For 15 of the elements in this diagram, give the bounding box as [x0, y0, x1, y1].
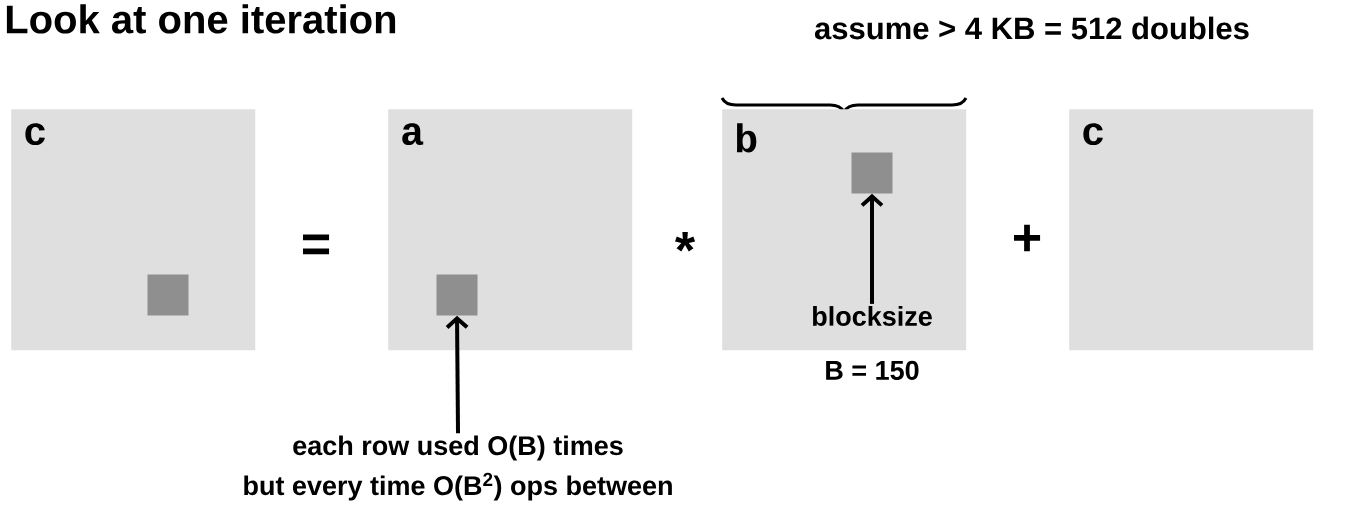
operator-symbol: * [675, 232, 696, 252]
annotation-text: blocksize B = 150 [813, 306, 932, 380]
matrix-box: c [11, 109, 256, 351]
annotation-text: each row used O(B) times but every time O(B$^{2}$) ops between [244, 435, 672, 501]
operator-symbol: = [303, 234, 330, 255]
block-square [147, 274, 189, 316]
arrow [445, 315, 469, 434]
matrix-box: c [1069, 109, 1314, 351]
block-square [851, 152, 893, 194]
arrow [860, 193, 884, 304]
block-square [436, 274, 478, 316]
operator-symbol: + [1014, 224, 1041, 252]
note-text: assume > 4 KB = 512 doubles [814, 16, 1249, 40]
matrix-box: a [388, 109, 633, 351]
title: Look at one iteration [6, 4, 396, 34]
